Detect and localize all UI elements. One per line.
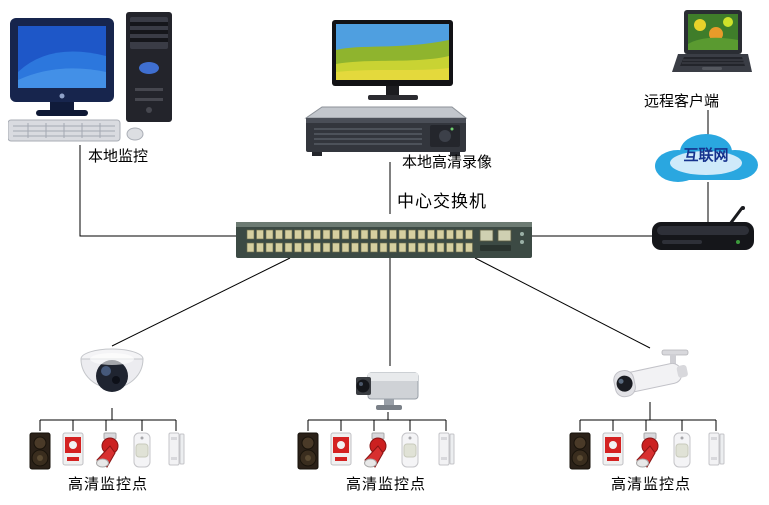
local-monitor-label: 本地监控 — [88, 147, 149, 165]
network-switch-icon — [236, 214, 532, 260]
motion-sensor-icon — [400, 431, 420, 469]
speaker-icon — [568, 431, 592, 471]
dome-camera-icon — [76, 346, 148, 408]
laptop-icon — [670, 10, 752, 90]
door-sensor-icon — [436, 431, 456, 467]
motion-sensor-icon — [132, 431, 152, 469]
bullet-camera-icon — [606, 348, 696, 404]
monitor-point-2-label: 高清监控点 — [345, 475, 426, 493]
hd-monitor-icon — [330, 20, 455, 105]
internet-cloud-icon — [650, 128, 762, 186]
central-switch-label: 中心交换机 — [397, 192, 487, 212]
local-recorder-label: 本地高清录像 — [402, 153, 493, 171]
siren-icon — [634, 431, 660, 469]
remote-client-label: 远程客户端 — [644, 92, 720, 110]
monitor-point-1-label: 高清监控点 — [67, 475, 148, 493]
desktop-computer-icon — [8, 10, 178, 145]
siren-icon — [362, 431, 388, 469]
box-camera-icon — [352, 366, 424, 414]
door-sensor-icon — [706, 431, 726, 467]
rack-server-icon — [302, 105, 470, 160]
speaker-icon — [28, 431, 52, 471]
alarm-button-icon — [601, 431, 625, 467]
monitor-point-3-label: 高清监控点 — [610, 475, 691, 493]
speaker-icon — [296, 431, 320, 471]
alarm-button-icon — [329, 431, 353, 467]
door-sensor-icon — [166, 431, 186, 467]
motion-sensor-icon — [672, 431, 692, 469]
siren-icon — [94, 431, 120, 469]
wireless-router-icon — [650, 206, 758, 258]
internet-label: 互联网 — [683, 146, 729, 164]
alarm-button-icon — [61, 431, 85, 467]
